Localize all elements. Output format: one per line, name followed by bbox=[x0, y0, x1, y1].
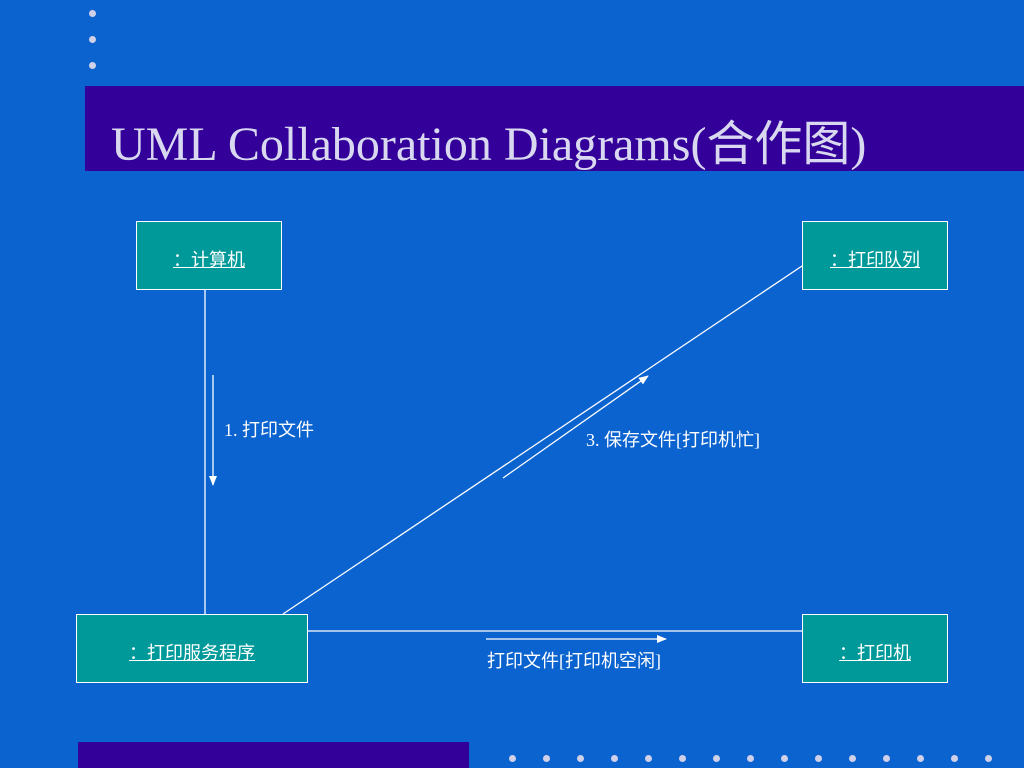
node-print-server[interactable]: ：打印服务程序 bbox=[76, 614, 308, 683]
message-arrow-3 bbox=[502, 375, 649, 479]
bullet-dot bbox=[883, 755, 890, 762]
node-label: ：计算机 bbox=[173, 250, 245, 270]
bullet-dot bbox=[645, 755, 652, 762]
bullet-dot bbox=[951, 755, 958, 762]
decorative-dots-bottom bbox=[509, 755, 1009, 765]
bullet-dot bbox=[815, 755, 822, 762]
slide-title: UML Collaboration Diagrams(合作图) bbox=[111, 118, 867, 171]
bullet-dot bbox=[509, 755, 516, 762]
bullet-dot bbox=[781, 755, 788, 762]
message-label-2: 打印文件[打印机空闲] bbox=[487, 651, 661, 671]
node-printer[interactable]: ：打印机 bbox=[802, 614, 948, 683]
footer-band bbox=[78, 742, 469, 768]
bullet-dot bbox=[849, 755, 856, 762]
title-band: UML Collaboration Diagrams(合作图) bbox=[85, 86, 1024, 171]
decorative-dots-left bbox=[89, 10, 99, 88]
bullet-dot bbox=[543, 755, 550, 762]
node-print-queue[interactable]: ：打印队列 bbox=[802, 221, 948, 290]
link-server-queue bbox=[282, 265, 803, 615]
bullet-dot bbox=[577, 755, 584, 762]
node-computer[interactable]: ：计算机 bbox=[136, 221, 282, 290]
bullet-dot bbox=[985, 755, 992, 762]
node-label: ：打印服务程序 bbox=[129, 643, 255, 663]
node-label: ：打印队列 bbox=[830, 250, 920, 270]
node-label: ：打印机 bbox=[839, 643, 911, 663]
bullet-dot bbox=[611, 755, 618, 762]
message-label-1: 1. 打印文件 bbox=[224, 420, 314, 440]
bullet-dot bbox=[89, 10, 96, 17]
bullet-dot bbox=[89, 36, 96, 43]
bullet-dot bbox=[679, 755, 686, 762]
bullet-dot bbox=[747, 755, 754, 762]
message-label-3: 3. 保存文件[打印机忙] bbox=[586, 430, 760, 450]
bullet-dot bbox=[917, 755, 924, 762]
bullet-dot bbox=[713, 755, 720, 762]
bullet-dot bbox=[89, 62, 96, 69]
